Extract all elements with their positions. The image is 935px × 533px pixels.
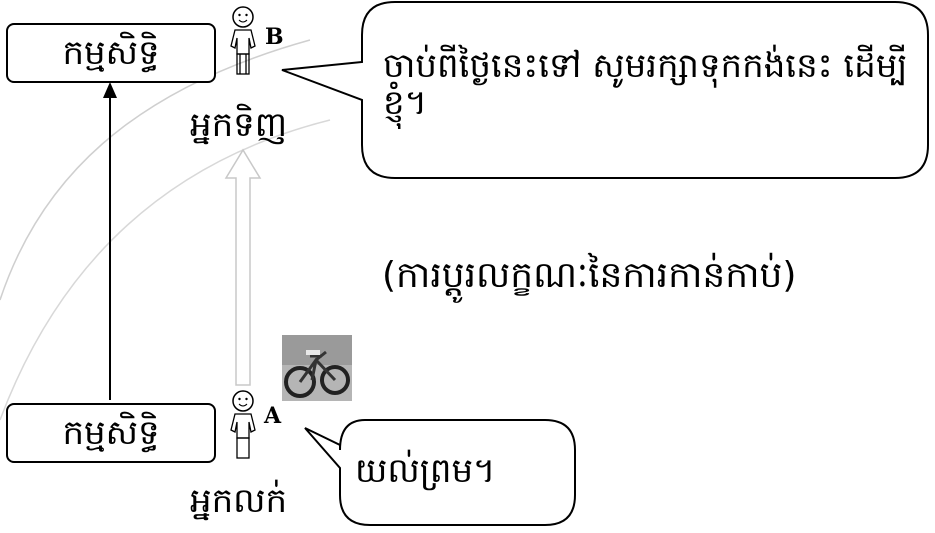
caption: (ការប្តូរលក្ខណៈនៃការកាន់កាប់) [382,255,797,296]
stick-figure-icon [230,6,256,75]
ownership-arrow-head [103,82,117,98]
buyer-label: អ្នកទិញ [190,105,288,145]
speech-bubble-a-text: យល់ព្រម។ [355,451,496,491]
decorative-arc [0,119,331,421]
seller-label: អ្នកលក់ [190,481,288,521]
ownership-box-top: កម្មសិទ្ធិ [6,23,216,83]
speech-bubble-a [304,419,576,526]
person-a-letter: A [264,403,282,429]
decorative-arc [0,39,311,301]
speech-bubble-b-text: ចាប់ពីថ្ងៃនេះទៅ សូមរក្សាទុកកង់នេះ ដើម្បី… [383,46,908,124]
stick-figure-icon [230,390,256,459]
ownership-box-bottom: កម្មសិទ្ធិ [6,403,216,463]
person-b-letter: B [265,24,284,50]
bicycle-photo [282,335,352,401]
transfer-arrow [224,148,262,386]
speech-bubble-b [281,1,929,179]
